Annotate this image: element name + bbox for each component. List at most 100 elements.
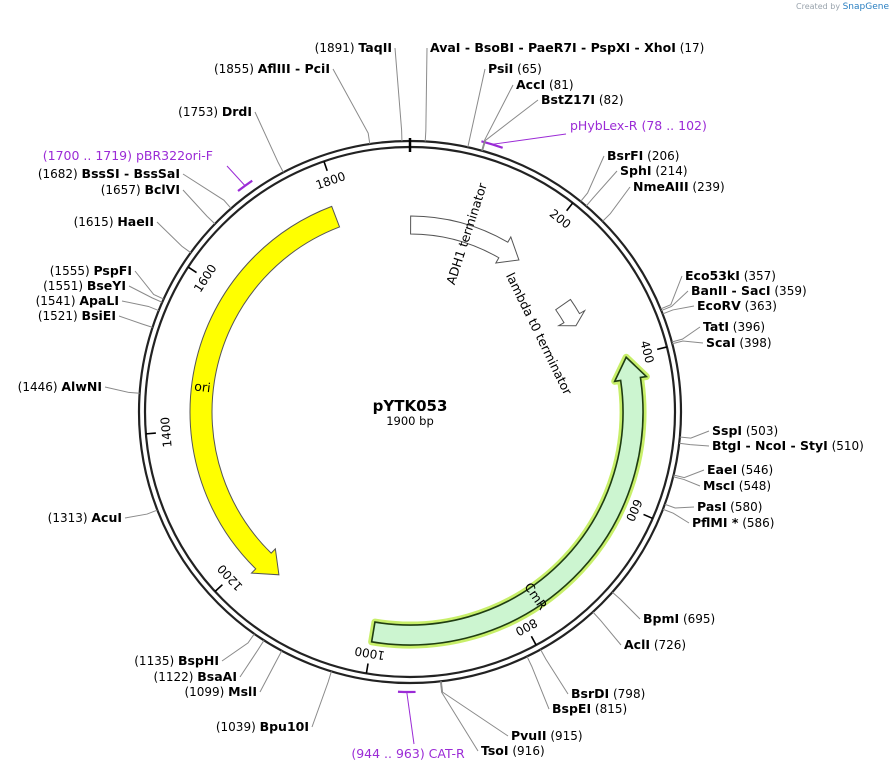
site-tati[interactable]: TatI (396) <box>671 319 765 343</box>
site-pvuii[interactable]: PvuII (915) <box>440 681 583 743</box>
site-pasi[interactable]: PasI (580) <box>664 499 763 514</box>
site-tsoi[interactable]: TsoI (916) <box>439 681 545 758</box>
site-name: SphI <box>620 163 652 178</box>
feature-cmr[interactable]: CmR <box>368 353 650 649</box>
site-position: (398) <box>736 336 772 350</box>
plasmid-name: pYTK053 <box>373 397 448 415</box>
site-pflmi[interactable]: PflMI * (586) <box>662 508 775 530</box>
site-position: (1753) <box>178 105 222 119</box>
site-msli[interactable]: (1099) MslI <box>184 650 283 699</box>
site-name: AcuI <box>91 510 122 525</box>
site-label-apali: (1541) ApaLI <box>36 293 119 308</box>
site-bseyi[interactable]: (1551) BseYI <box>43 278 163 303</box>
site-leader-eaei <box>673 469 705 479</box>
site-nmeaiii[interactable]: NmeAIII (239) <box>602 179 725 222</box>
site-banii-saci[interactable]: BanII - SacI (359) <box>661 283 807 312</box>
site-position: (239) <box>689 180 725 194</box>
site-avai-bsobi-paer7i-pspxi-xhoi[interactable]: AvaI - BsoBI - PaeR7I - PspXI - XhoI (17… <box>424 40 704 142</box>
site-position: (1615) <box>74 215 118 229</box>
site-leader-eco53ki <box>660 275 683 310</box>
site-bpmi[interactable]: BpmI (695) <box>612 591 715 626</box>
site-position: (503) <box>742 424 778 438</box>
site-bsiei[interactable]: (1521) BsiEI <box>38 308 153 328</box>
site-label-acli: AclI (726) <box>624 637 686 652</box>
site-label-tsoi: TsoI (916) <box>481 743 545 758</box>
site-position: (82) <box>595 93 623 107</box>
site-position: (206) <box>643 149 679 163</box>
site-label-sphi: SphI (214) <box>620 163 688 178</box>
site-bsaai[interactable]: (1122) BsaAI <box>154 640 265 684</box>
site-label-bsaai: (1122) BsaAI <box>154 669 237 684</box>
site-leader-psii <box>467 68 486 148</box>
site-bsrdi[interactable]: BsrDI (798) <box>540 649 646 701</box>
site-label-msli: (1099) MslI <box>184 684 257 699</box>
feature-arrow-cmr[interactable] <box>370 355 649 646</box>
site-bsssi-bsssai[interactable]: (1682) BssSI - BssSaI <box>38 166 232 209</box>
site-label-pflmi: PflMI * (586) <box>692 515 775 530</box>
site-label-pasi: PasI (580) <box>697 499 762 514</box>
primer-bar-pbr322ori-f[interactable] <box>237 179 253 192</box>
tick-label-200: 200 <box>547 206 574 231</box>
site-bpu10i[interactable]: (1039) Bpu10I <box>216 671 332 734</box>
site-name: AflIII - PciI <box>258 61 330 76</box>
tick-label-1200: 1200 <box>215 562 246 594</box>
feature-arrow-adh1-terminator[interactable] <box>410 215 520 264</box>
site-name: BseYI <box>87 278 126 293</box>
site-pspfi[interactable]: (1555) PspFI <box>50 263 164 300</box>
site-eaei[interactable]: EaeI (546) <box>673 462 774 479</box>
site-label-bpu10i: (1039) Bpu10I <box>216 719 309 734</box>
primer-range: (944 .. 963) <box>351 746 428 761</box>
site-name: Bpu10I <box>260 719 309 734</box>
site-msci[interactable]: MscI (548) <box>673 476 771 493</box>
site-name: PflMI * <box>692 515 739 530</box>
site-label-drdi: (1753) DrdI <box>178 104 252 119</box>
feature-label-ori: ori <box>194 378 212 395</box>
site-label-sspi: SspI (503) <box>712 423 778 438</box>
site-leader-scai <box>672 340 704 345</box>
site-name: PvuII <box>511 728 547 743</box>
site-bspei[interactable]: BspEI (815) <box>526 656 627 716</box>
site-acci[interactable]: AccI (81) <box>481 77 574 151</box>
site-name: ApaLI <box>79 293 119 308</box>
site-apali[interactable]: (1541) ApaLI <box>36 293 159 312</box>
site-acli[interactable]: AclI (726) <box>592 611 686 652</box>
feature-arrow-lambda-t0-terminator[interactable] <box>555 298 587 327</box>
site-bstz17i[interactable]: BstZ17I (82) <box>482 92 624 152</box>
site-ecorv[interactable]: EcoRV (363) <box>662 298 777 315</box>
site-btgi-ncoi-styi[interactable]: BtgI - NcoI - StyI (510) <box>679 438 864 453</box>
primer-cat-r[interactable]: (944 .. 963) CAT-R <box>351 690 465 761</box>
site-label-msci: MscI (548) <box>703 478 771 493</box>
primer-phyblex-r[interactable]: pHybLex-R (78 .. 102) <box>481 118 707 149</box>
backbone <box>137 138 683 685</box>
site-bsrfi[interactable]: BsrFI (206) <box>580 148 680 202</box>
site-eco53ki[interactable]: Eco53kI (357) <box>660 268 776 310</box>
feature-ori[interactable]: ori <box>189 205 341 576</box>
site-sphi[interactable]: SphI (214) <box>585 163 688 207</box>
site-position: (357) <box>740 269 776 283</box>
primer-pbr322ori-f[interactable]: (1700 .. 1719) pBR322ori-F <box>43 148 253 192</box>
site-label-pspfi: (1555) PspFI <box>50 263 132 278</box>
tick-label-1800: 1800 <box>314 169 347 192</box>
site-afliii-pcii[interactable]: (1855) AflIII - PciI <box>214 61 371 145</box>
site-psii[interactable]: PsiI (65) <box>467 61 542 148</box>
site-bsphi[interactable]: (1135) BspHI <box>134 633 255 668</box>
primer-name: CAT-R <box>429 746 465 761</box>
site-haeii[interactable]: (1615) HaeII <box>74 214 192 254</box>
site-name: BspEI <box>552 701 591 716</box>
feature-arrow-ori[interactable] <box>189 205 341 576</box>
site-position: (695) <box>679 612 715 626</box>
site-position: (1682) <box>38 167 82 181</box>
site-bclvi[interactable]: (1657) BclVI <box>101 182 216 225</box>
primer-bar-phyblex-r[interactable] <box>481 140 504 149</box>
site-drdi[interactable]: (1753) DrdI <box>178 104 284 173</box>
feature-lambda-t0-terminator[interactable]: lambda t0 terminator <box>503 270 587 398</box>
site-sspi[interactable]: SspI (503) <box>679 423 778 439</box>
site-alwni[interactable]: (1446) AlwNI <box>18 379 140 394</box>
feature-adh1-terminator[interactable]: ADH1 terminator <box>410 180 520 286</box>
site-name: TatI <box>703 319 729 334</box>
site-scai[interactable]: ScaI (398) <box>672 335 772 350</box>
site-acui[interactable]: (1313) AcuI <box>48 509 158 525</box>
site-position: (214) <box>652 164 688 178</box>
site-taqii[interactable]: (1891) TaqII <box>315 40 403 142</box>
site-label-tati: TatI (396) <box>703 319 765 334</box>
